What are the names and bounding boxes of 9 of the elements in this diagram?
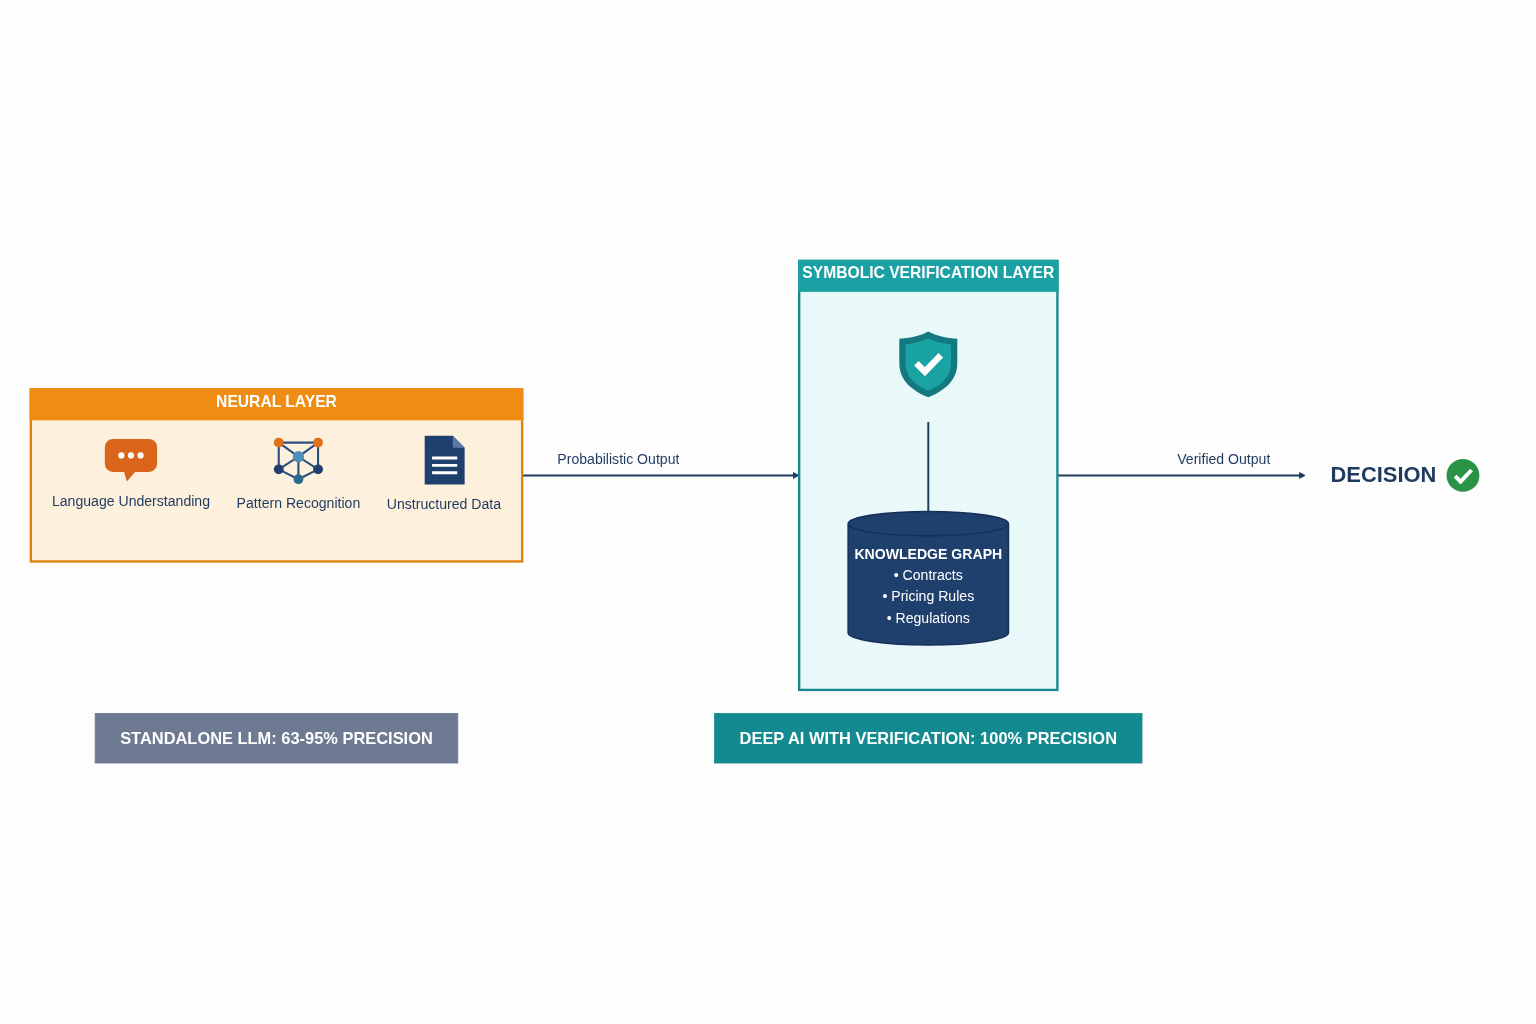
node-box: DEEP AI WITH VERIFICATION: 100% PRECISION bbox=[714, 713, 1143, 764]
node-label: Unstructured Data bbox=[386, 496, 502, 512]
node-label: Pattern Recognition bbox=[236, 494, 361, 511]
edge-label: Probabilistic Output bbox=[557, 451, 680, 468]
node-text: DECISION bbox=[1330, 462, 1437, 488]
connector bbox=[927, 420, 930, 513]
node-box: STANDALONE LLM: 63-95% PRECISION bbox=[94, 713, 459, 764]
edge-label: Verified Output bbox=[1177, 451, 1271, 468]
node-label: Language Understanding bbox=[51, 493, 211, 509]
